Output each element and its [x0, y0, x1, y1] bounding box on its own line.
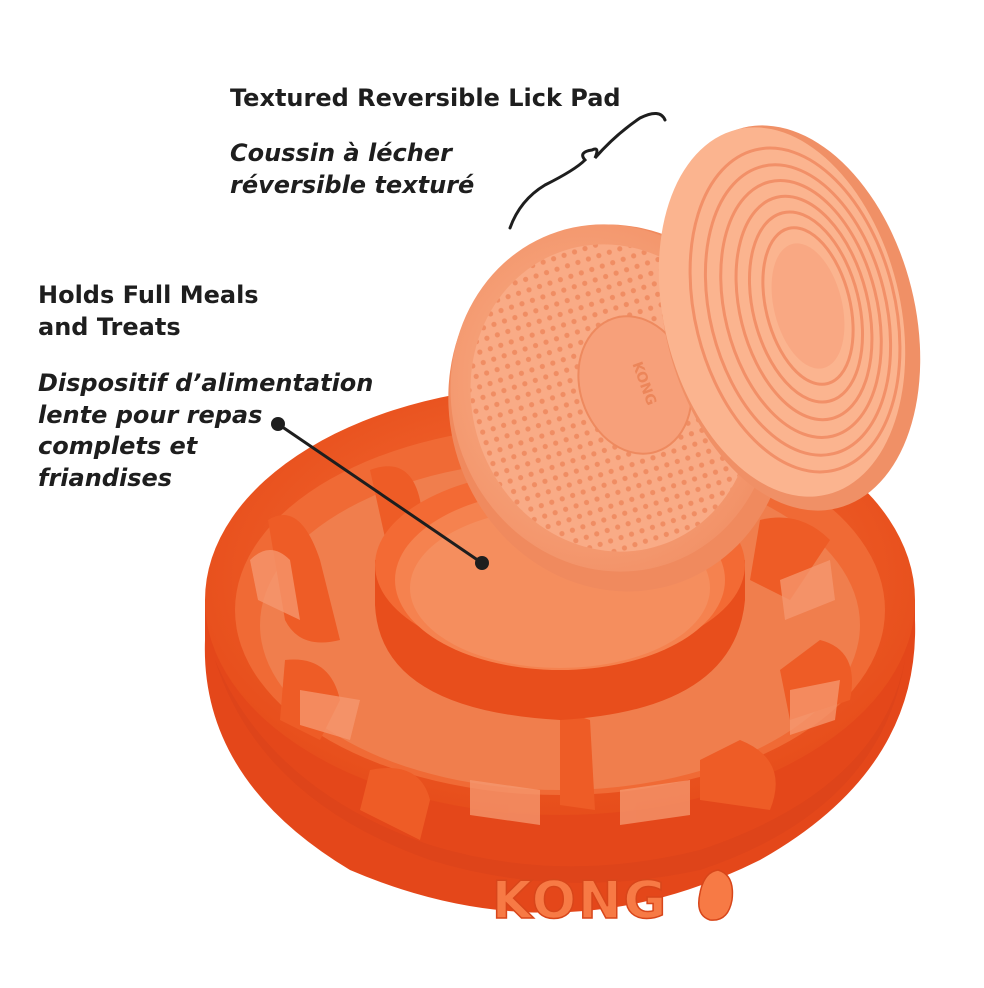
lick-pad-title: Textured Reversible Lick Pad [230, 84, 621, 112]
meals-callout-line [277, 422, 483, 565]
meals-title-line: and Treats [38, 312, 181, 341]
kong-logo-mark-icon [698, 869, 734, 921]
lick-pad-subtitle-line: Coussin à lécher [230, 139, 452, 167]
meals-subtitle: Dispositif d’alimentation lente pour rep… [38, 368, 378, 495]
lick-pad-subtitle: Coussin à lécher réversible texturé [230, 138, 474, 201]
meals-subtitle-line: Dispositif d’alimentation [38, 369, 374, 397]
meals-title: Holds Full Meals and Treats [38, 280, 298, 343]
lick-pad-ridged [658, 125, 921, 511]
meals-subtitle-line: friandises [38, 464, 173, 493]
meals-callout-dot-end [475, 556, 489, 570]
meals-subtitle-line: lente pour repas [38, 400, 263, 429]
meals-subtitle-line: complets et [38, 432, 198, 461]
lick-pad-callout-line [508, 112, 667, 230]
meals-title-line: Holds Full Meals [38, 281, 259, 309]
meals-callout-dot-start [271, 417, 285, 431]
bowl-kong-logo: KONG [492, 871, 668, 931]
bowl-compartments [250, 550, 840, 825]
lick-pad-subtitle-line: réversible texturé [230, 170, 475, 199]
